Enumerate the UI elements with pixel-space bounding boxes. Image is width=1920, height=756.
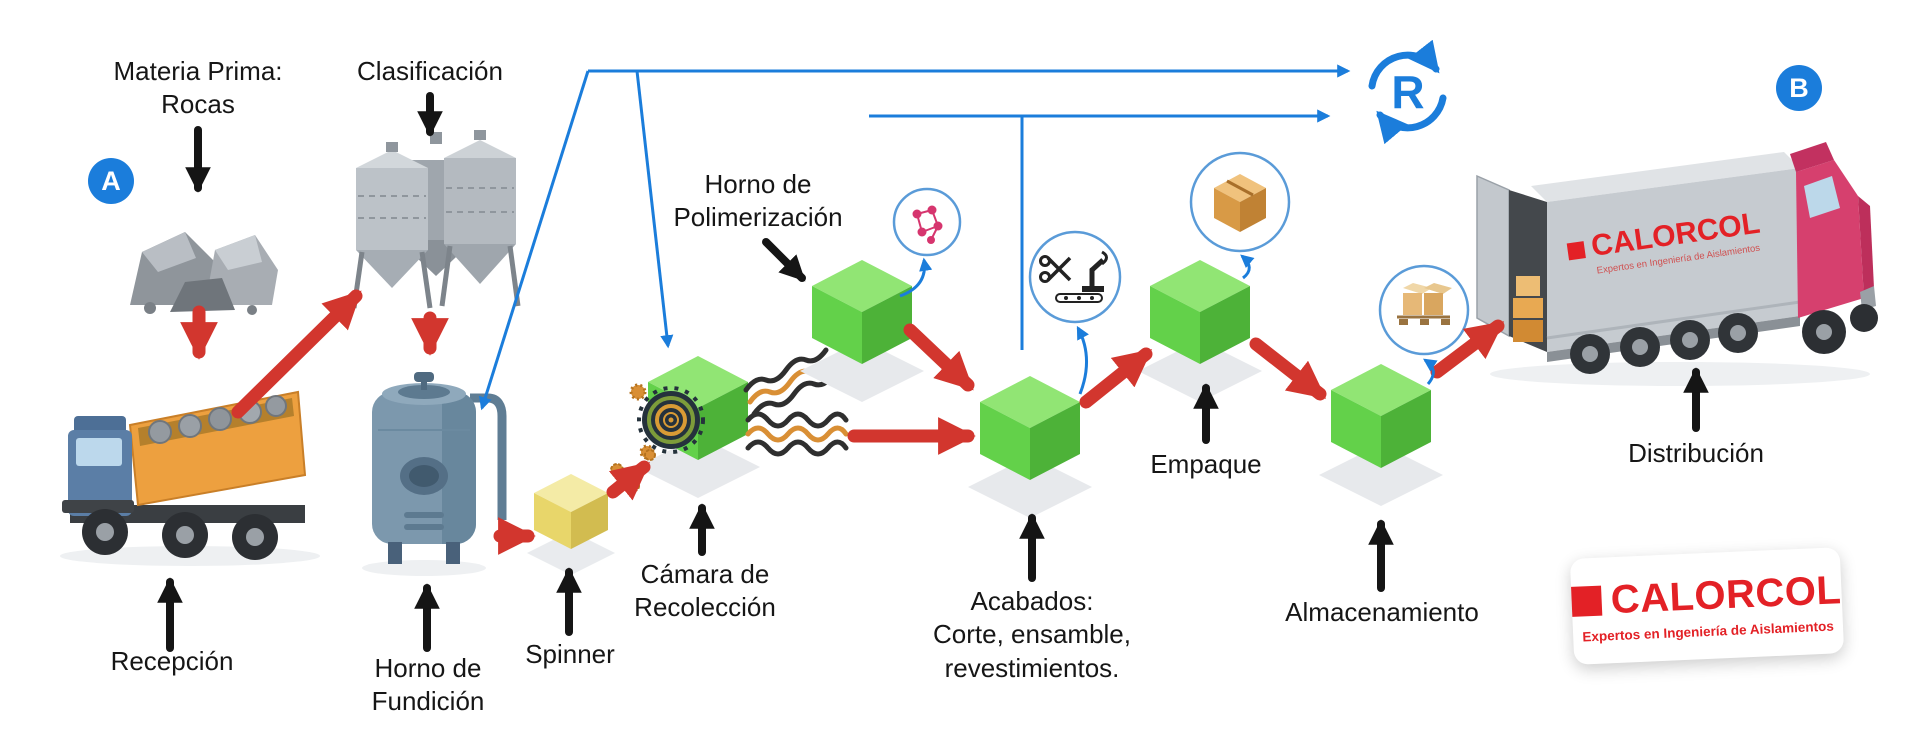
finishing-cube [968, 376, 1092, 518]
label-distribucion: Distribución [1628, 438, 1764, 468]
label-horno-polimerizacion: Horno de Polimerización [673, 169, 843, 233]
silos-illustration [351, 130, 521, 309]
polymerization-cube [800, 260, 924, 402]
station-a-badge: A [88, 158, 134, 204]
collection-chamber-illustration [629, 356, 760, 498]
label-acabados: Acabados: Corte, ensamble, revestimiento… [933, 586, 1131, 683]
logo-square-icon [1571, 585, 1603, 617]
label-empaque: Empaque [1150, 449, 1262, 479]
process-arrows [180, 289, 1505, 555]
label-camara-recoleccion: Cámara de Recolección [634, 559, 776, 623]
arrow-finishing-to-cutting [1076, 325, 1089, 395]
label-materia-prima: Materia Prima: Rocas [113, 56, 283, 120]
dump-truck-illustration [62, 390, 307, 560]
melting-furnace-illustration [372, 372, 507, 564]
cutting-robot-icon [1028, 230, 1122, 324]
packing-cube [1138, 260, 1262, 402]
arrow-polymer-to-molecule [899, 257, 933, 298]
pallet-boxes-icon [1378, 264, 1470, 356]
ground-shadows [60, 362, 1870, 576]
label-almacenamiento: Almacenamiento [1285, 597, 1479, 627]
arrow-finishing-to-packing [1079, 347, 1153, 409]
recycle-icon [1368, 39, 1447, 145]
calorcol-logo-card: CALORCOL Expertos en Ingeniería de Aisla… [1569, 547, 1845, 665]
arrow-packing-to-box [1240, 254, 1255, 280]
spinner-cube-illustration [527, 474, 615, 575]
rocks-illustration [130, 232, 278, 315]
arrow-horno-polimerizacion [762, 238, 806, 282]
label-horno-fundicion: Horno de Fundición [371, 653, 485, 717]
arrow-polymer-to-finishing [903, 323, 975, 392]
label-arrows [157, 92, 1709, 652]
recycle-letter: R [1391, 66, 1425, 118]
recycle-lines [478, 64, 1438, 411]
storage-cube [1319, 364, 1443, 506]
mineral-wool-coil-icon [637, 386, 705, 454]
label-clasificacion: Clasificación [357, 56, 503, 86]
package-box-icon [1189, 151, 1291, 253]
label-recepcion: Recepción [110, 646, 234, 676]
arrow-packing-to-storage [1249, 337, 1327, 401]
label-spinner: Spinner [525, 639, 615, 669]
recycle-line-to-furnace [478, 70, 590, 411]
arrow-storage-to-pallet [1423, 358, 1438, 385]
delivery-truck-illustration: CALORCOL Expertos en Ingeniería de Aisla… [1476, 142, 1878, 374]
logo-brand-text: CALORCOL [1609, 567, 1843, 622]
station-b-badge: B [1776, 65, 1822, 111]
arrow-spinner-to-chamber [606, 460, 651, 501]
arrow-storage-to-truck [1430, 319, 1505, 379]
arrow-truck-to-silos [231, 289, 363, 419]
recycle-line-to-chamber [635, 70, 674, 349]
molecule-icon [892, 187, 962, 257]
